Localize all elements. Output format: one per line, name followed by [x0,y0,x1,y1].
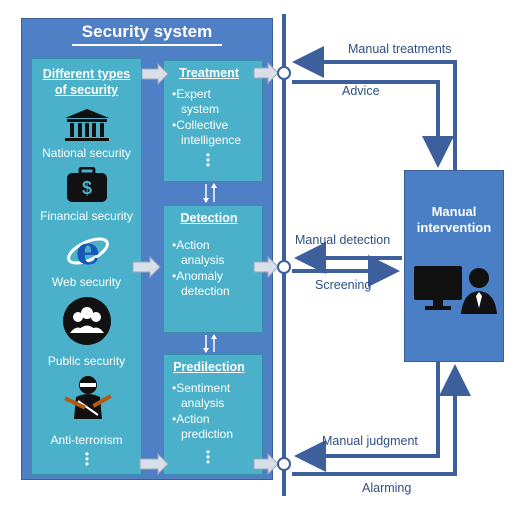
predilection-ellipsis: ••• [205,445,211,469]
advice-arrow [292,80,454,168]
more-types-ellipsis: ••• [84,447,90,471]
label-manual-treatments: Manual treatments [348,42,452,56]
treatment-bullet-2: •Collective [172,118,229,132]
label-advice: Advice [342,84,380,98]
detection-output-arrow [253,255,279,279]
treatment-bullet-1-cont: system [181,102,220,116]
predilection-output-arrow [253,452,279,476]
predilection-connector [277,457,291,471]
treatment-ellipsis: ••• [205,148,211,172]
treatment-connector [277,66,291,80]
label-screening: Screening [315,278,372,292]
label-web-security: Web security [51,275,122,289]
manual-judgment-arrow [294,362,440,472]
system-title: Security system [81,22,213,41]
detection-bullet-2-cont: detection [181,284,230,298]
predilection-bullet-2: •Action [172,412,210,426]
types-to-detection-arrow [132,255,161,279]
predilection-bullet-1-cont: analysis [181,396,225,410]
system-title-underline [72,44,222,46]
manual-title-line2: intervention [416,220,492,235]
label-public-security: Public security [47,354,126,368]
armed-robber-icon [64,376,112,419]
predilection-bullet-1: •Sentiment [172,381,231,395]
label-anti-terrorism: Anti-terrorism [50,433,123,447]
detection-bullet-1: •Action [172,238,210,252]
label-manual-judgment: Manual judgment [322,434,418,448]
predilection-title: Predilection [173,360,245,374]
detection-bullet-2: •Anomaly [172,269,223,283]
types-title-line2: of security [54,83,119,97]
detection-panel [163,205,263,333]
label-financial-security: Financial security [40,209,133,223]
detection-connector [277,260,291,274]
bank-building-icon [65,109,109,141]
label-manual-detection: Manual detection [295,233,391,247]
predilection-panel [163,354,263,475]
detection-bullet-1-cont: analysis [181,253,225,267]
treatment-output-arrow [253,61,279,85]
treatment-bullet-1: •Expert [172,87,211,101]
manual-treatments-arrow [292,46,457,170]
people-group-icon [63,297,111,345]
label-alarming: Alarming [362,481,412,495]
manual-title-line1: Manual [431,204,477,219]
predilection-bullet-2-cont: prediction [181,427,234,441]
computer-user-icon [414,266,497,314]
types-to-predilection-arrow [139,452,169,476]
types-title-line1: Different types [42,67,131,81]
svg-text:e: e [76,230,100,272]
types-to-treatment-arrow [141,62,169,86]
alarming-arrow [292,364,471,476]
detection-title: Detection [180,211,238,225]
svg-text:$: $ [82,178,92,198]
treatment-bullet-2-cont: intelligence [181,133,242,147]
money-bag-icon: $ [67,167,107,202]
treatment-title: Treatment [179,66,239,80]
treatment-panel [163,60,263,182]
label-national-security: National security [42,146,131,160]
internet-explorer-icon: e [67,230,109,272]
